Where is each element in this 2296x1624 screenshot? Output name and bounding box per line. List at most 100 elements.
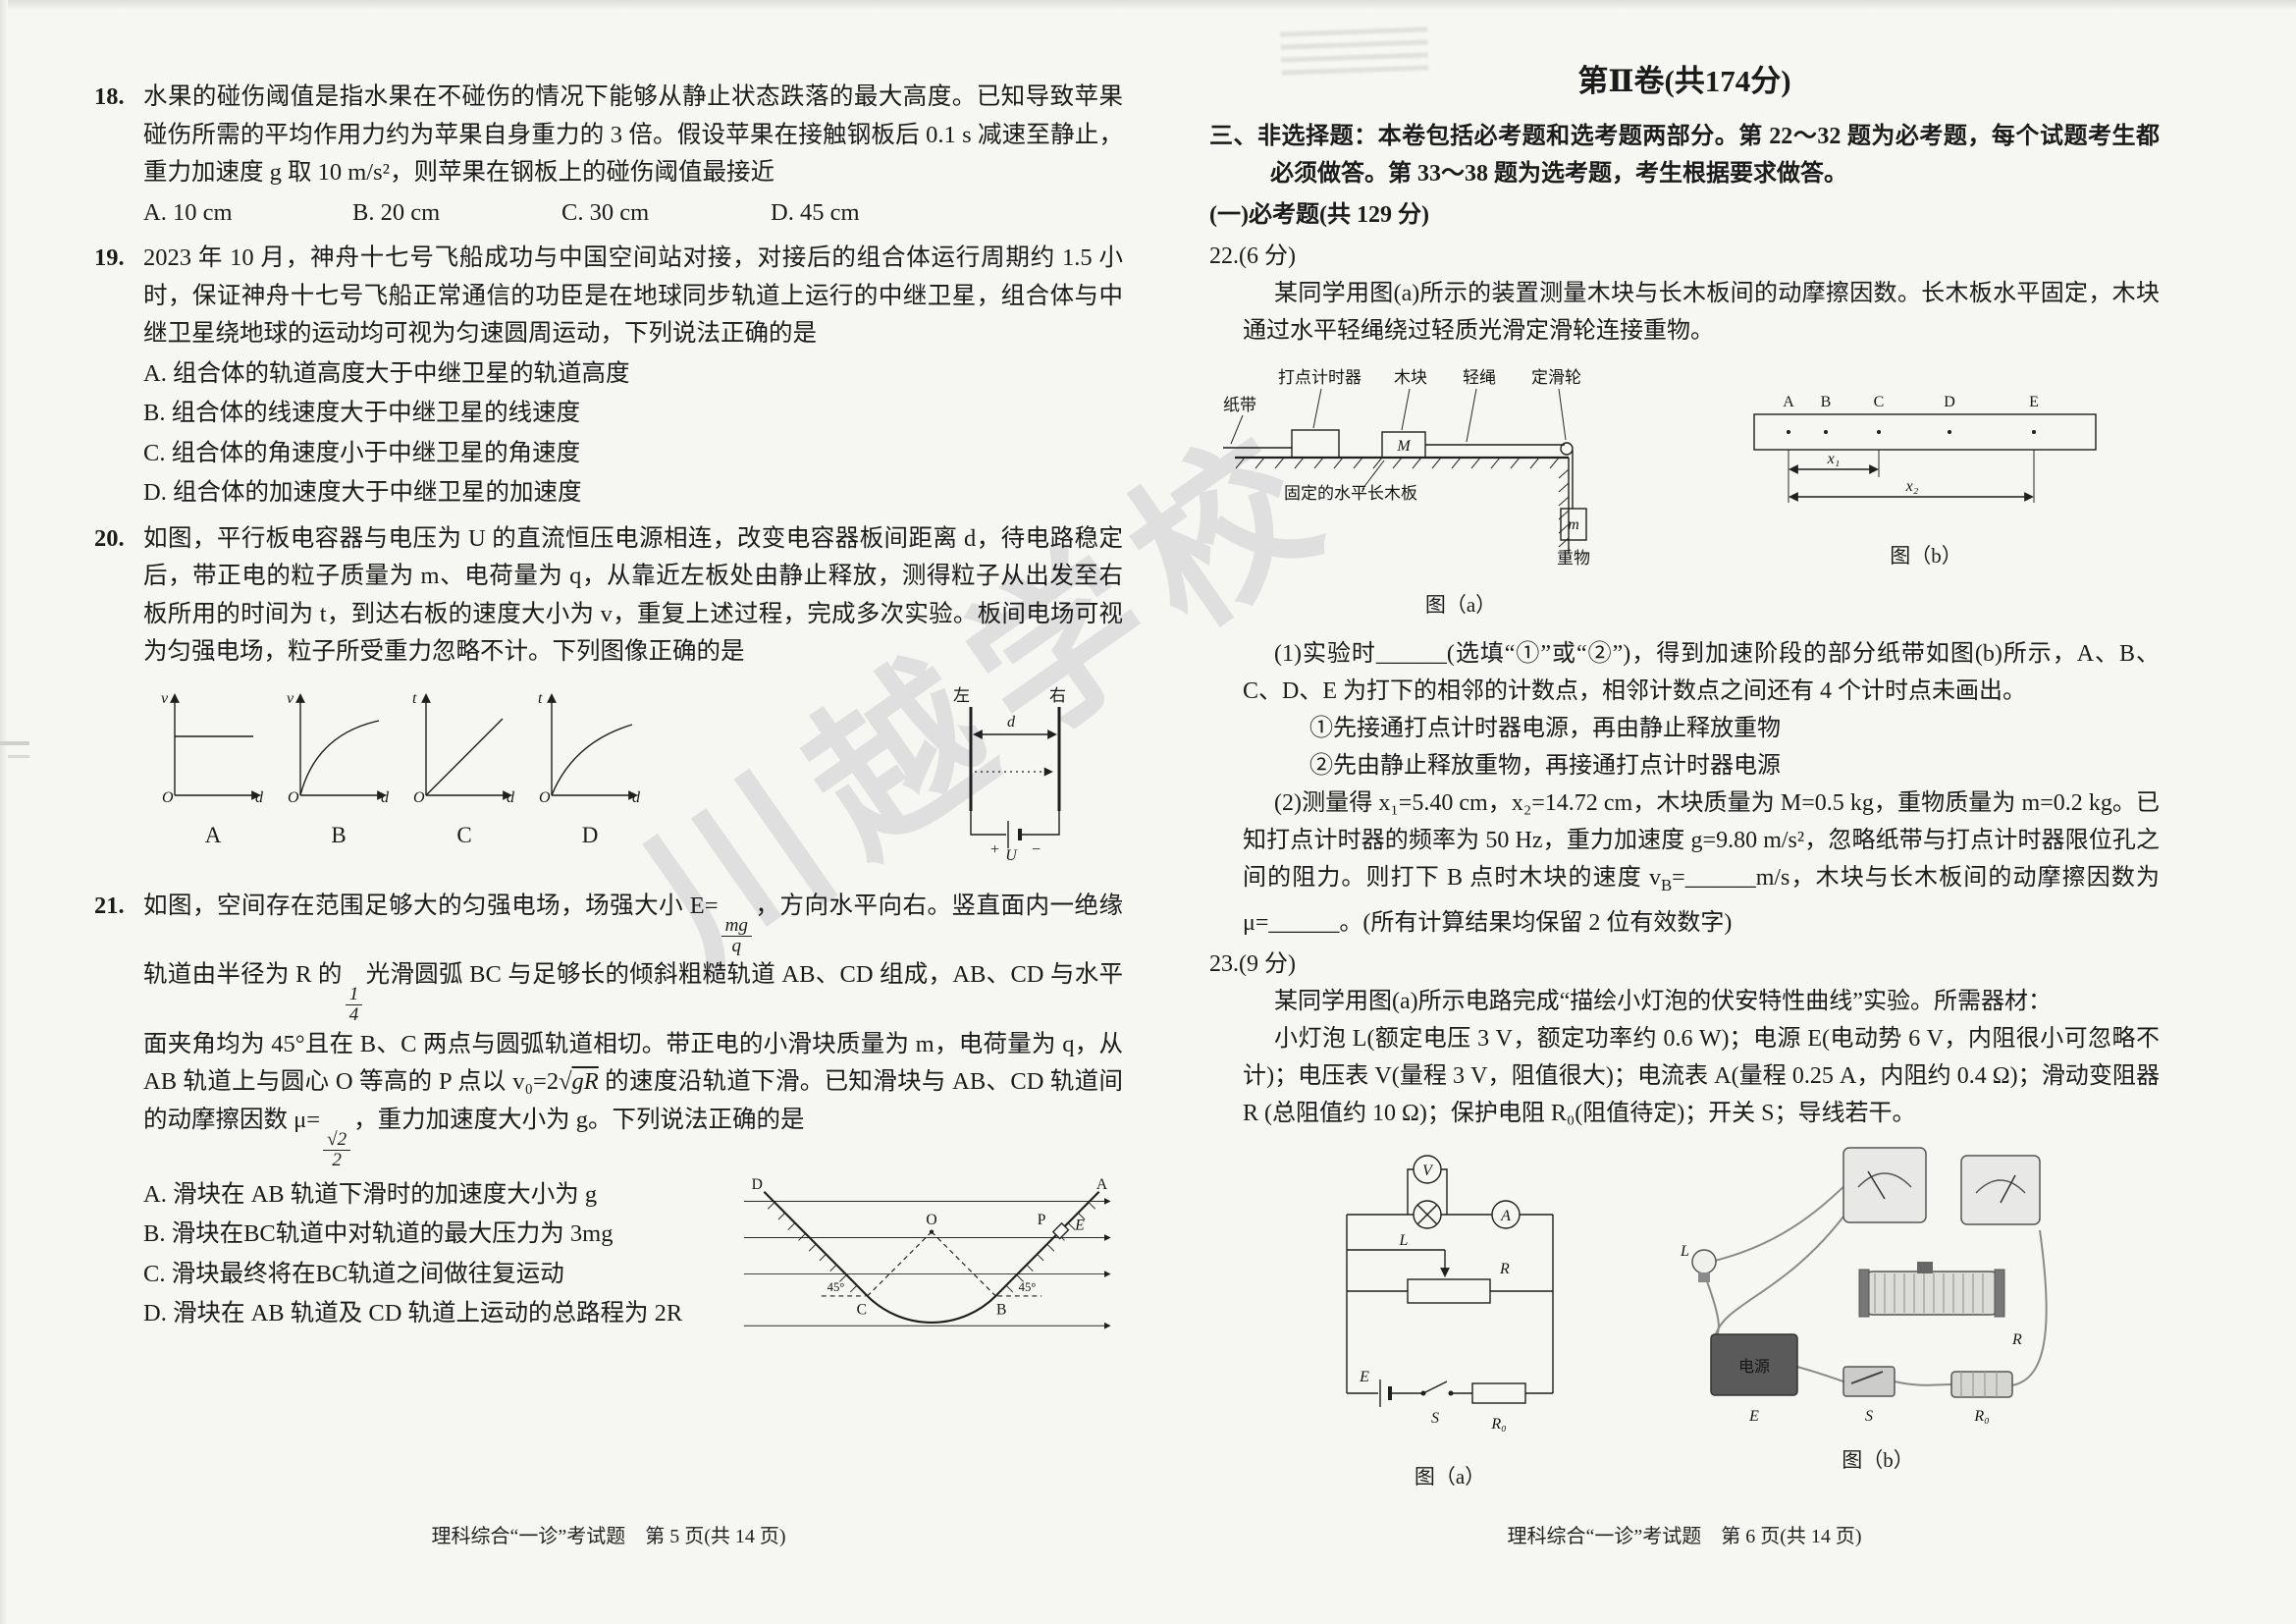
question-19-number: 19. [94, 244, 125, 271]
question-22-figures: M m 重物 纸带 打点计时器 木块 轻绳 [1215, 359, 2160, 623]
exam-page-5: 18. 水果的碰伤阈值是指水果在不碰伤的情况下能够从静止状态跌落的最大高度。已知… [94, 79, 1123, 1359]
track-figure: E [740, 1174, 1123, 1352]
figure-a-caption: 图（a） [1414, 1464, 1486, 1489]
option-b: B. 组合体的线速度大于中继卫星的线速度 [143, 400, 581, 426]
graph-option-a: v O d A [157, 685, 269, 855]
battery-letter-label: E [1748, 1408, 1759, 1425]
point-P-label: P [1038, 1212, 1046, 1228]
scan-edge-top [0, 0, 2296, 10]
graph-option-b: v O d B [283, 685, 395, 855]
rheostat-label: R [1499, 1261, 1510, 1277]
battery-label: E [1359, 1369, 1369, 1385]
switch-label: S [1431, 1410, 1439, 1427]
option-d: D. 45 cm [771, 198, 860, 226]
question-23-intro: 某同学用图(a)所示电路完成“描绘小灯泡的伏安特性曲线”实验。所需器材： [1274, 988, 2052, 1014]
tape-figure: A B C D E x₁ x₂ 图（b） [1749, 389, 2103, 574]
choice-1: ①先接通打点计时器电源，再由静止释放重物 [1309, 716, 1781, 741]
block-label: 木块 [1394, 368, 1427, 387]
option-c: C. 滑块最终将在BC轨道之间做往复运动 [143, 1260, 564, 1287]
weight-mass-label: m [1568, 516, 1579, 533]
exam-page-6: 第Ⅱ卷(共174分) 三、非选择题：本卷包括必考题和选考题两部分。第 22～32… [1209, 63, 2160, 1495]
board-label: 固定的水平长木板 [1284, 484, 1417, 503]
center-O-label: O [926, 1212, 936, 1228]
block-mass-label: M [1396, 438, 1412, 455]
graph-letter: D [581, 823, 599, 847]
left-plate-label: 左 [953, 686, 970, 705]
question-18-options: A. 10 cm B. 20 cm C. 30 cm D. 45 cm [143, 194, 1123, 233]
graph-origin: O [413, 789, 425, 803]
angle-left-label: 45° [828, 1280, 845, 1294]
option-a: A. 10 cm [143, 198, 233, 226]
graph-letter: B [331, 823, 347, 847]
graph-xlabel: d [632, 789, 641, 803]
question-21-options: A. 滑块在 AB 轨道下滑时的加速度大小为 g B. 滑块在BC轨道中对轨道的… [143, 1174, 734, 1333]
option-a: A. 组合体的轨道高度大于中继卫星的轨道高度 [143, 359, 630, 387]
sqrt-gR: gR [571, 1068, 599, 1096]
equipment-photo-figure: L R 电源 E S R₀ 图（b） [1667, 1146, 2089, 1479]
voltmeter-label: V [1422, 1163, 1434, 1179]
x2-dimension-label: x₂ [1905, 478, 1919, 495]
figure-b-caption: 图（b） [1890, 544, 1962, 568]
ammeter-label: A [1500, 1208, 1511, 1224]
question-22-part1: (1)实验时______(选填“①”或“②”)，得到加速阶段的部分纸带如图(b)… [1243, 641, 2160, 704]
protective-resistor-label: R₀ [1490, 1416, 1506, 1433]
point-B-label: B [996, 1301, 1006, 1318]
timer-label: 打点计时器 [1278, 368, 1362, 387]
question-20-number: 20. [94, 524, 125, 552]
graph-ylabel: v [161, 690, 169, 707]
question-18-text: 水果的碰伤阈值是指水果在不碰伤的情况下能够从静止状态跌落的最大高度。已知导致苹果… [143, 83, 1123, 186]
page-6-footer: 理科综合“一诊”考试题 第 6 页(共 14 页) [1507, 1526, 1862, 1547]
graph-xlabel: d [381, 789, 390, 803]
point-A-label: A [1096, 1176, 1108, 1193]
question-23-figures: L V A R [1317, 1146, 2160, 1495]
question-20-figures: v O d A v O d B [157, 685, 1123, 875]
page-5-footer: 理科综合“一诊”考试题 第 5 页(共 14 页) [431, 1526, 786, 1547]
option-d: D. 组合体的加速度大于中继卫星的加速度 [143, 479, 582, 506]
string-label: 轻绳 [1463, 368, 1496, 387]
graph-origin: O [539, 789, 551, 803]
point-C-label: C [857, 1301, 867, 1318]
tape-point-C: C [1874, 394, 1885, 410]
question-22-number: 22.(6 分) [1209, 244, 1296, 269]
battery-pack-label: 电源 [1738, 1358, 1770, 1376]
question-23-equipment: 小灯泡 L(额定电压 3 V，额定功率约 0.6 W)；电源 E(电动势 6 V… [1243, 1025, 2160, 1126]
graph-ylabel: v [287, 690, 294, 707]
question-20: 20. 如图，平行板电容器与电压为 U 的直流恒压电源相连，改变电容器板间距离 … [94, 520, 1123, 881]
graph-origin: O [288, 789, 299, 803]
plus-sign: + [990, 841, 999, 858]
graph-xlabel: d [507, 789, 515, 803]
page-title: 第Ⅱ卷(共174分) [1577, 64, 1791, 98]
rheostat-label: R [2011, 1331, 2022, 1348]
voltage-label: U [1005, 847, 1018, 862]
tape-point-D: D [1944, 394, 1955, 410]
lamp-label: L [1680, 1243, 1689, 1260]
section-heading: 三、非选择题：本卷包括必考题和选考题两部分。第 22～32 题为必考题，每个试题… [1209, 124, 2160, 187]
scan-artifact [8, 755, 29, 758]
gap-distance-label: d [1007, 714, 1016, 731]
question-18-number: 18. [94, 83, 125, 110]
tape-point-E: E [2029, 394, 2039, 410]
point-D-label: D [752, 1176, 763, 1193]
question-18: 18. 水果的碰伤阈值是指水果在不碰伤的情况下能够从静止状态跌落的最大高度。已知… [94, 79, 1123, 232]
weight-label: 重物 [1557, 549, 1590, 568]
option-b: B. 20 cm [352, 198, 441, 226]
question-22-part2: (2)测量得 x₁=5.40 cm，x₂=14.72 cm，木块质量为 M=0.… [1243, 790, 2160, 936]
choice-2: ②先由静止释放重物，再接通打点计时器电源 [1309, 753, 1781, 779]
field-label: E [1074, 1217, 1085, 1233]
capacitor-figure: 左 右 d + − U [914, 685, 1115, 875]
protective-resistor-label: R₀ [1973, 1408, 1989, 1425]
question-19-text: 2023 年 10 月，神舟十七号飞船成功与中国空间站对接，对接后的组合体运行周… [143, 244, 1123, 347]
tape-point-B: B [1821, 394, 1832, 410]
question-23-number: 23.(9 分) [1209, 950, 1296, 977]
graph-ylabel: t [538, 690, 543, 707]
question-22-intro: 某同学用图(a)所示的装置测量木块与长木板间的动摩擦因数。长木板水平固定，木块通… [1243, 281, 2160, 344]
circuit-figure: L V A R [1317, 1146, 1582, 1495]
lamp-label: L [1399, 1232, 1409, 1249]
graph-ylabel: t [412, 690, 417, 707]
graph-xlabel: d [255, 789, 264, 803]
question-21-number: 21. [94, 893, 125, 919]
graph-letter: A [204, 823, 222, 847]
x1-dimension-label: x₁ [1827, 451, 1841, 467]
